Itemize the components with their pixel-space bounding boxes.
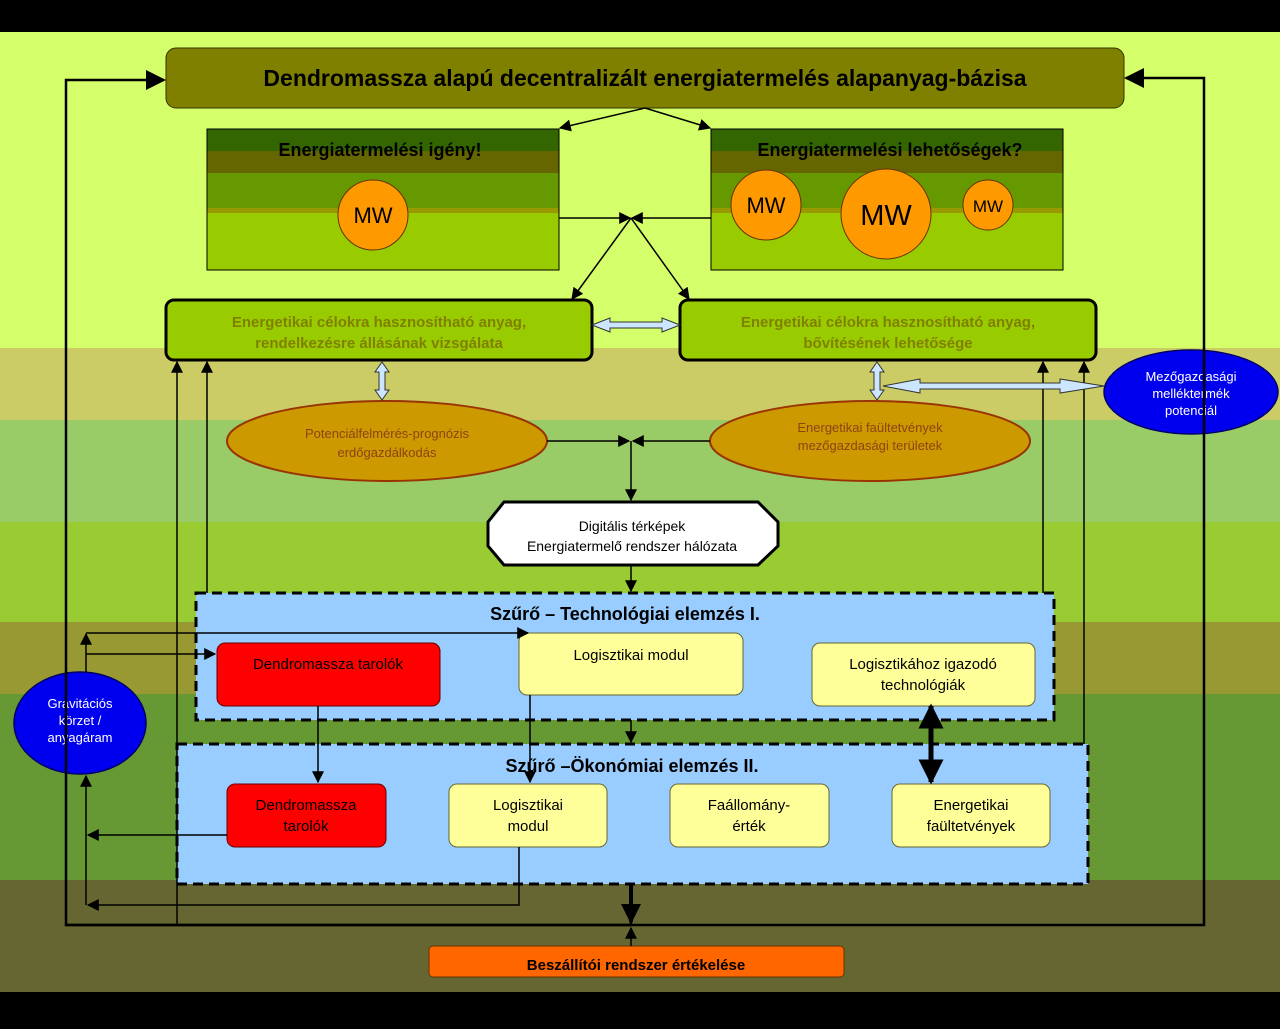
arrow-title-demand — [558, 107, 646, 132]
agri-byproduct-ellipse[interactable]: Mezőgazdasági melléktermék potenciál — [1103, 349, 1279, 435]
potential-survey-line2: erdőgazdálkodás — [337, 445, 437, 460]
agri-byproduct-line3: potenciál — [1165, 403, 1217, 418]
double-arrow-expansion-plantations — [869, 361, 885, 401]
connectors — [64, 68, 1206, 946]
econ-plantations-line1: Energetikai — [933, 797, 1008, 814]
tech-storage-box[interactable]: Dendromassza tarolók — [216, 642, 441, 707]
outer-right-loop — [66, 68, 1206, 927]
agri-byproduct-line1: Mezőgazdasági — [1145, 369, 1236, 384]
arrow-center-expansion — [630, 217, 690, 300]
double-arrows — [374, 317, 1105, 401]
mw-label: MW — [860, 200, 912, 232]
gravity-zone-ellipse[interactable]: Gravitációs körzet / anyagáram — [13, 671, 147, 775]
tech-logistics-label: Logisztikai modul — [573, 647, 688, 664]
double-arrow-byproduct — [882, 378, 1105, 394]
econ-storage-box[interactable]: Dendromassza tarolók — [226, 783, 387, 848]
gravity-line1: Gravitációs — [47, 696, 113, 711]
digital-maps-line1: Digitális térképek — [579, 518, 687, 534]
demand-title: Energiatermelési igény! — [278, 140, 481, 160]
potential-survey-ellipse[interactable]: Potenciálfelmérés-prognózis erdőgazdálko… — [226, 400, 548, 482]
energy-plantations-line2: mezőgazdasági területek — [798, 438, 943, 453]
mw-circle-small — [962, 179, 1014, 231]
mw-label: MW — [746, 193, 785, 218]
mw-circle-medium — [730, 169, 802, 241]
tech-adapted-line2: technológiák — [881, 677, 966, 694]
econ-logistics-box[interactable]: Logisztikai modul — [448, 783, 608, 848]
double-arrow-availability-survey — [374, 361, 390, 401]
bottom-black-bar — [0, 992, 1280, 1024]
econ-stock-line2: érték — [732, 818, 766, 835]
econ-storage-line1: Dendromassza — [256, 797, 358, 814]
title-box[interactable]: Dendromassza alapú decentralizált energi… — [165, 47, 1125, 109]
gravity-line2: körzet / — [59, 713, 102, 728]
demand-panel[interactable]: Energiatermelési igény! MW — [206, 128, 560, 271]
mw-circle-large — [840, 168, 932, 260]
supplier-evaluation-label: Beszállítói rendszer értékelése — [527, 957, 745, 974]
arrow-title-possibilities — [644, 107, 712, 131]
tech-adapted-line1: Logisztikához igazodó — [849, 656, 997, 673]
agri-byproduct-line2: melléktermék — [1152, 386, 1230, 401]
filter-tech-title: Szűrő – Technológiai elemzés I. — [490, 604, 760, 624]
material-expansion-line2: bővítésének lehetősége — [803, 335, 972, 352]
material-availability-box[interactable]: Energetikai célokra hasznosítható anyag,… — [164, 298, 594, 362]
material-availability-line1: Energetikai célokra hasznosítható anyag, — [232, 314, 526, 331]
econ-storage-line2: tarolók — [283, 818, 329, 835]
supplier-evaluation-box[interactable]: Beszállítói rendszer értékelése — [428, 945, 845, 978]
digital-maps-line2: Energiatermelő rendszer hálózata — [527, 538, 737, 554]
double-arrow-availability-expansion — [590, 317, 682, 333]
energy-plantations-ellipse[interactable]: Energetikai faültetvények mezőgazdasági … — [709, 400, 1031, 482]
energy-plantations-line1: Energetikai faültetvények — [797, 420, 943, 435]
arrow-logistics-gravity — [86, 847, 520, 911]
tech-adapted-technologies-box[interactable]: Logisztikához igazodó technológiák — [811, 642, 1036, 707]
mw-label: MW — [353, 203, 392, 228]
material-expansion-box[interactable]: Energetikai célokra hasznosítható anyag,… — [678, 298, 1098, 362]
mw-circle — [337, 179, 409, 251]
econ-plantations-box[interactable]: Energetikai faültetvények — [891, 783, 1051, 848]
material-expansion-line1: Energetikai célokra hasznosítható anyag, — [741, 314, 1035, 331]
tech-logistics-box[interactable]: Logisztikai modul — [518, 632, 744, 696]
arrow-center-availability — [571, 217, 632, 300]
title-text: Dendromassza alapú decentralizált energi… — [263, 65, 1026, 91]
tech-storage-label: Dendromassza tarolók — [253, 656, 404, 673]
econ-stock-value-box[interactable]: Faállomány- érték — [669, 783, 830, 848]
digital-maps-box[interactable]: Digitális térképek Energiatermelő rendsz… — [486, 500, 780, 567]
material-availability-line2: rendelkezésre állásának vizsgálata — [255, 335, 503, 352]
econ-plantations-line2: faültetvények — [927, 818, 1016, 835]
filter-econ-title: Szűrő –Ökonómiai elemzés II. — [505, 756, 758, 776]
possibilities-panel[interactable]: Energiatermelési lehetőségek? MW MW MW — [710, 128, 1064, 271]
econ-stock-line1: Faállomány- — [708, 797, 791, 814]
mw-label: MW — [973, 197, 1003, 216]
gravity-line3: anyagáram — [47, 730, 112, 745]
econ-logistics-line2: modul — [508, 818, 549, 835]
econ-logistics-line1: Logisztikai — [493, 797, 563, 814]
possibilities-title: Energiatermelési lehetőségek? — [757, 140, 1022, 160]
top-black-bar — [0, 0, 1280, 32]
potential-survey-line1: Potenciálfelmérés-prognózis — [305, 426, 470, 441]
